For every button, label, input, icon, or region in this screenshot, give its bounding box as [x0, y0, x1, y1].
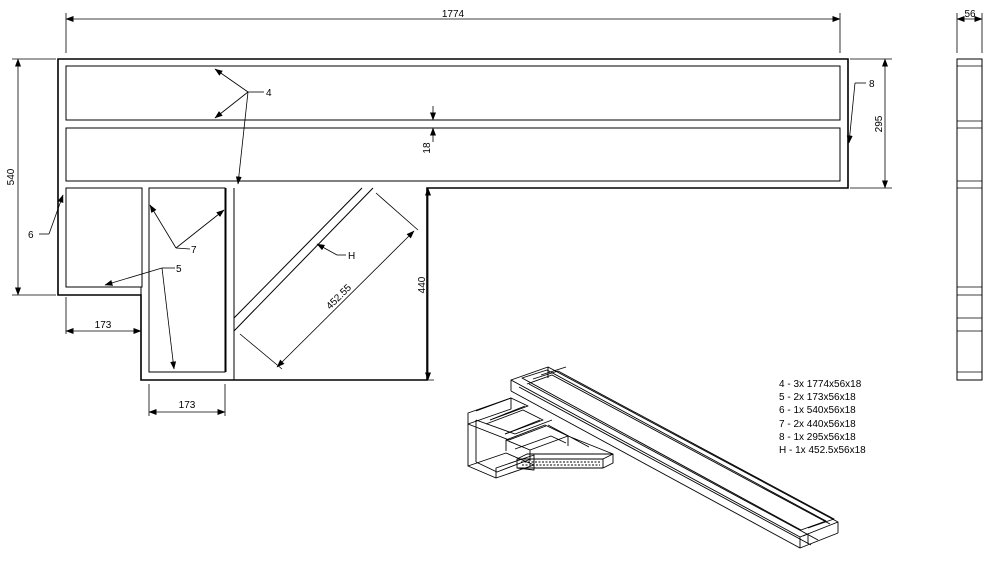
callouts: 4 7 5 6 8 H [28, 68, 875, 370]
dim-section-height: 440 [417, 276, 428, 293]
side-view: 56 [956, 9, 983, 381]
iso-left-box-upper [467, 397, 516, 466]
callout-6: 6 [28, 230, 34, 241]
parts-list-item: 7 - 2x 440x56x18 [779, 419, 856, 430]
callout-5: 5 [176, 264, 182, 275]
dim-diagonal-line [276, 230, 415, 368]
side-board [956, 58, 983, 381]
isometric-view [467, 366, 839, 549]
dim-diagonal-length: 452.55 [325, 282, 355, 312]
middle-box [148, 187, 226, 373]
callout-8: 8 [869, 79, 875, 90]
dim-board-height: 18 [422, 142, 433, 154]
frame-outline [57, 58, 849, 381]
parts-list-item: 8 - 1x 295x56x18 [779, 432, 856, 443]
dimension-lines: 1774 540 295 18 440 173 173 452.55 [6, 9, 892, 416]
callout-4: 4 [266, 88, 272, 99]
long-board-top [65, 65, 841, 121]
dim-right-height: 295 [874, 115, 885, 132]
parts-list-item: 4 - 3x 1774x56x18 [779, 379, 862, 390]
parts-list-item: 5 - 2x 173x56x18 [779, 392, 856, 403]
dim-overall-length: 1774 [442, 9, 465, 20]
parts-list: 4 - 3x 1774x56x18 5 - 2x 173x56x18 6 - 1… [779, 379, 866, 456]
callout-h: H [348, 251, 355, 262]
dim-middle-box-width: 173 [179, 400, 196, 411]
parts-list-item: 6 - 1x 540x56x18 [779, 405, 856, 416]
dim-overall-height: 540 [6, 168, 17, 185]
callout-7: 7 [191, 245, 197, 256]
plan-view [57, 58, 849, 381]
dim-left-box-width: 173 [95, 320, 112, 331]
dim-side-width: 56 [964, 9, 976, 20]
left-box [65, 187, 143, 288]
long-board-middle [65, 127, 841, 182]
parts-list-item: H - 1x 452.5x56x18 [779, 445, 866, 456]
